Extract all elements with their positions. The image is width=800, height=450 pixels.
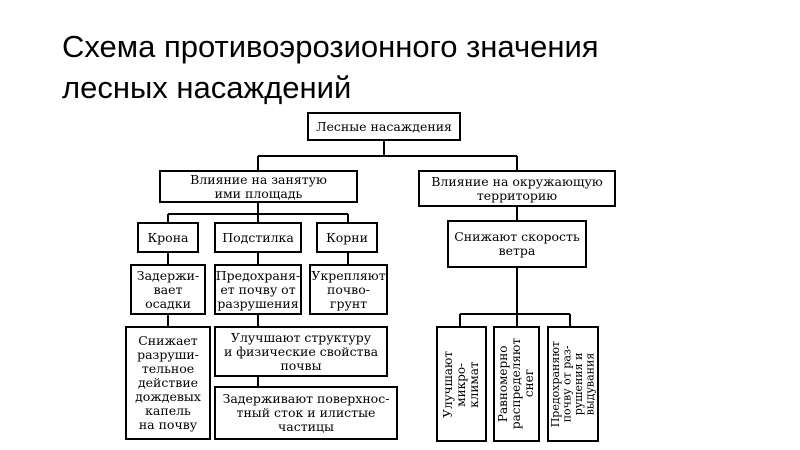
podstilka-effect-box: Предохраня- ет почву от разрушения: [214, 264, 302, 315]
krona-label: Крона: [147, 229, 189, 245]
structure-line-1: Улучшают структуру: [230, 329, 372, 345]
krona-effect2-line-7: на почву: [138, 417, 198, 432]
wind-line-2: ветра: [498, 243, 536, 258]
root-label: Лесные насаждения: [316, 118, 452, 134]
krona-effect2-line-6: капель: [145, 403, 191, 418]
korni-effect-line-2: почво-: [327, 281, 370, 297]
protect-box: Предохраняют почву от раз- рушения и выд…: [547, 326, 599, 442]
krona-effect2-box: Снижает разруши- тельное действие дождев…: [125, 326, 211, 440]
krona-effect2-line-3: тельное: [141, 361, 195, 376]
korni-label: Корни: [326, 229, 368, 245]
krona-effect2-line-2: разруши-: [137, 347, 199, 362]
krona-effect-box: Задержи- вает осадки: [130, 264, 206, 315]
krona-box: Крона: [137, 222, 199, 253]
krona-effect-line-2: вает: [153, 281, 183, 297]
korni-effect-line-3: грунт: [329, 295, 368, 311]
page-title: Схема противоэрозионного значения лесных…: [62, 26, 762, 108]
podstilka-effect-line-1: Предохраня-: [215, 267, 301, 283]
microclimate-box: Улучшают микро- климат: [436, 326, 487, 442]
structure-line-3: почвы: [280, 357, 322, 373]
krona-effect-line-1: Задержи-: [136, 267, 200, 283]
structure-box: Улучшают структуру и физические свойства…: [214, 326, 388, 377]
protect-line-4: выдувания: [583, 352, 597, 416]
right-branch-line-1: Влияние на окружающую: [431, 173, 603, 189]
wind-line-1: Снижают скорость: [454, 229, 580, 244]
right-branch-line-2: территорию: [476, 187, 558, 203]
krona-effect2-line-5: дождевых: [135, 389, 201, 404]
krona-effect2-line-1: Снижает: [138, 333, 198, 348]
runoff-line-3: частицы: [278, 419, 334, 434]
korni-effect-box: Укрепляют почво- грунт: [309, 264, 388, 315]
runoff-line-1: Задерживают поверхнос-: [222, 391, 390, 406]
snow-line-3: снег: [522, 369, 536, 399]
podstilka-effect-line-2: ет почву от: [220, 281, 296, 297]
snow-box: Равномерно распределяют снег: [493, 326, 540, 442]
left-branch-line-1: Влияние на занятую: [190, 171, 327, 187]
root-box: Лесные насаждения: [307, 112, 461, 141]
korni-effect-line-1: Укрепляют: [311, 267, 386, 283]
krona-effect2-line-4: действие: [137, 375, 199, 390]
left-branch-line-2: ими площадь: [214, 185, 303, 201]
podstilka-effect-line-3: разрушения: [217, 295, 299, 311]
right-branch-box: Влияние на окружающую территорию: [418, 170, 616, 207]
runoff-line-2: тный сток и илистые: [236, 405, 376, 420]
krona-effect-line-3: осадки: [145, 295, 191, 311]
structure-line-2: и физические свойства: [223, 343, 379, 359]
korni-box: Корни: [316, 222, 378, 253]
podstilka-box: Подстилка: [214, 222, 302, 253]
left-branch-box: Влияние на занятую ими площадь: [159, 170, 358, 203]
podstilka-label: Подстилка: [222, 229, 294, 245]
microclimate-line-3: климат: [467, 360, 481, 408]
runoff-box: Задерживают поверхнос- тный сток и илист…: [214, 386, 398, 440]
title-line-2: лесных насаждений: [62, 70, 352, 105]
wind-box: Снижают скорость ветра: [447, 220, 587, 268]
title-line-1: Схема противоэрозионного значения: [62, 29, 599, 64]
